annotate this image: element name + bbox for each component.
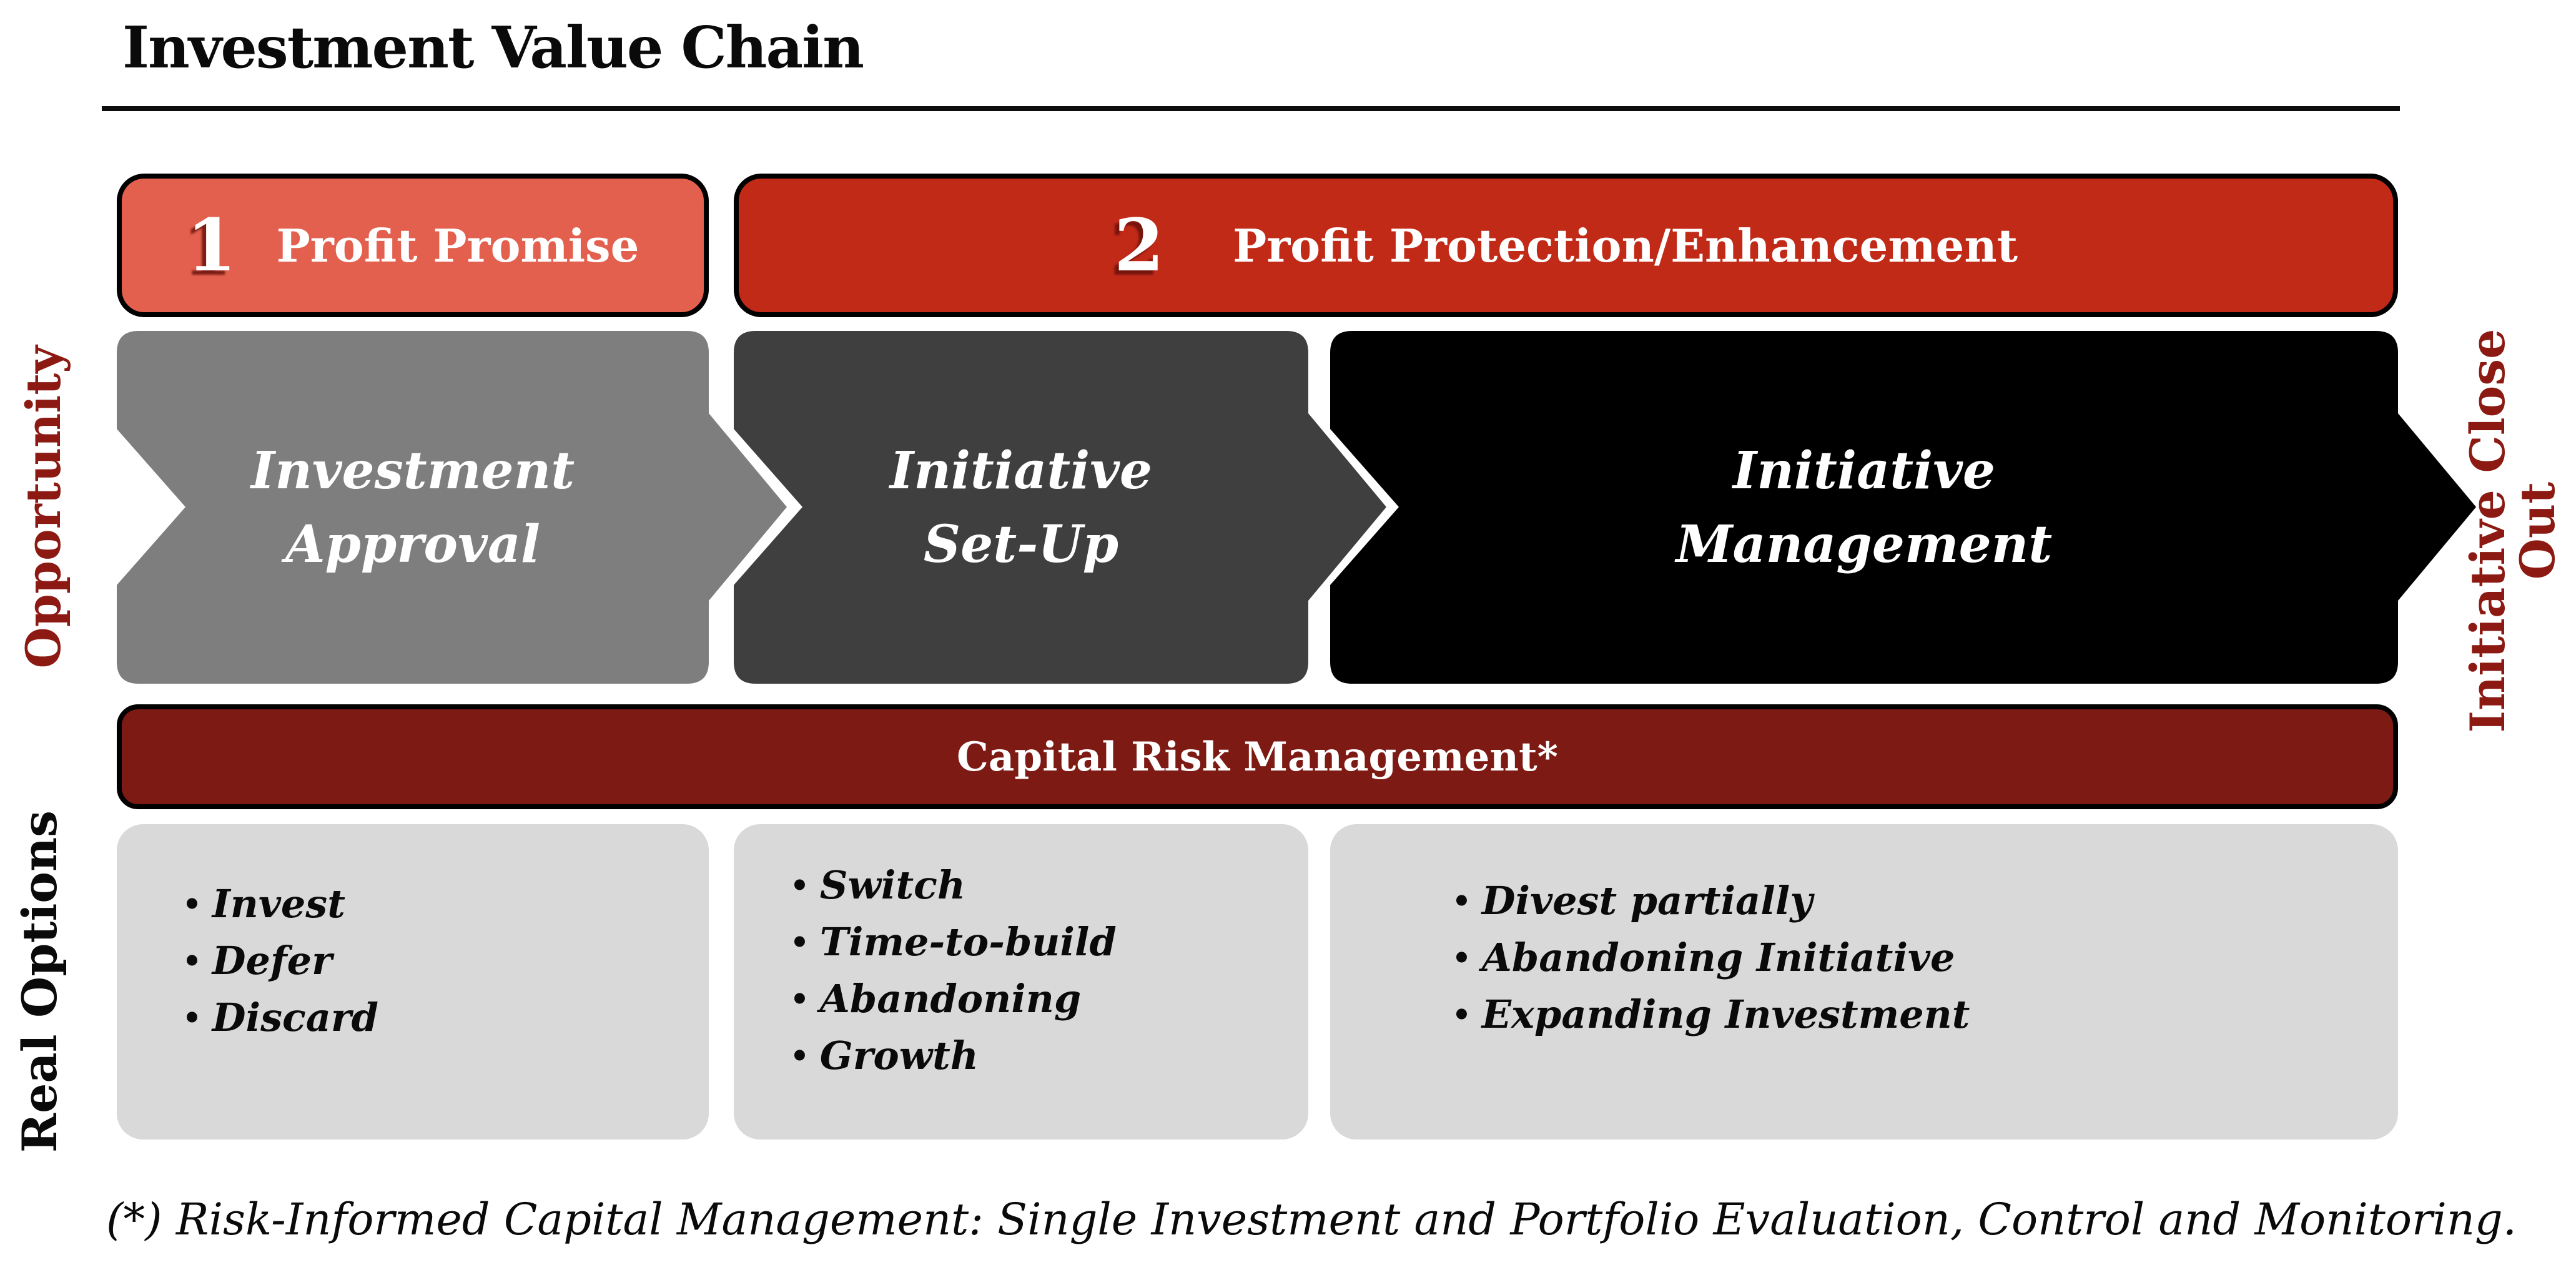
banner-label-profit-promise: Profit Promise xyxy=(276,219,639,272)
stage3-arrow-tip xyxy=(2398,413,2476,601)
banner-number-2: 2 xyxy=(1114,203,1165,288)
stage1-arrow-tip xyxy=(709,413,787,601)
list-item: Divest partially xyxy=(1452,874,2398,931)
capital-risk-label: Capital Risk Management* xyxy=(956,733,1559,780)
title-underline xyxy=(102,106,2400,111)
stage-initiative-management-shape xyxy=(1330,331,2398,684)
capital-risk-management-banner: Capital Risk Management* xyxy=(117,704,2398,809)
list-item: Abandoning xyxy=(790,972,1308,1029)
banner-profit-promise: 1 Profit Promise xyxy=(117,174,709,317)
real-options-list-1: Invest Defer Discard xyxy=(182,877,709,1048)
real-options-box-2: Switch Time-to-build Abandoning Growth xyxy=(734,824,1308,1140)
page-title: Investment Value Chain xyxy=(122,14,864,81)
real-options-box-3: Divest partially Abandoning Initiative E… xyxy=(1330,824,2398,1140)
real-options-list-3: Divest partially Abandoning Initiative E… xyxy=(1452,874,2398,1045)
stage2-line1: Initiative xyxy=(889,440,1153,501)
stage-initiative-setup-shape xyxy=(734,331,1308,684)
list-item: Invest xyxy=(182,877,709,934)
stage2-arrow-tip xyxy=(1308,413,1386,601)
stage3-line1: Initiative xyxy=(1732,440,1996,501)
list-item: Abandoning Initiative xyxy=(1452,931,2398,988)
side-label-real-options: Real Options xyxy=(6,701,74,1263)
chevron-shapes xyxy=(117,331,2485,684)
real-options-list-2: Switch Time-to-build Abandoning Growth xyxy=(790,859,1308,1086)
process-chevron-row: Investment Approval Initiative Set-Up In… xyxy=(117,331,2498,684)
list-item: Defer xyxy=(182,934,709,991)
list-item: Growth xyxy=(790,1029,1308,1086)
side-label-initiative-close-out: Initiative Close Out xyxy=(2460,250,2565,812)
stage3-line2: Management xyxy=(1675,514,2053,574)
banner-number-1: 1 xyxy=(186,203,237,288)
list-item: Discard xyxy=(182,991,709,1048)
opportunity-text: Opportunity xyxy=(16,345,71,669)
real-options-text: Real Options xyxy=(12,810,67,1153)
stage-investment-approval-shape xyxy=(117,331,709,684)
stage-label-initiative-management: Initiative Management xyxy=(1330,331,2398,684)
real-options-box-1: Invest Defer Discard xyxy=(117,824,709,1140)
stage-label-investment-approval: Investment Approval xyxy=(117,331,709,684)
list-item: Expanding Investment xyxy=(1452,988,2398,1045)
banner-profit-protection: 2 Profit Protection/Enhancement xyxy=(734,174,2398,317)
stage1-line1: Investment xyxy=(250,440,575,501)
close-out-line1: Initiative Close xyxy=(2460,328,2515,733)
stage1-line2: Approval xyxy=(285,514,541,574)
footnote: (*) Risk-Informed Capital Management: Si… xyxy=(106,1194,2517,1245)
stage-label-initiative-setup: Initiative Set-Up xyxy=(734,331,1308,684)
list-item: Switch xyxy=(790,859,1308,915)
close-out-line2: Out xyxy=(2510,481,2565,580)
list-item: Time-to-build xyxy=(790,915,1308,972)
stage2-line2: Set-Up xyxy=(923,514,1119,574)
banner-label-profit-protection: Profit Protection/Enhancement xyxy=(1233,219,2018,272)
